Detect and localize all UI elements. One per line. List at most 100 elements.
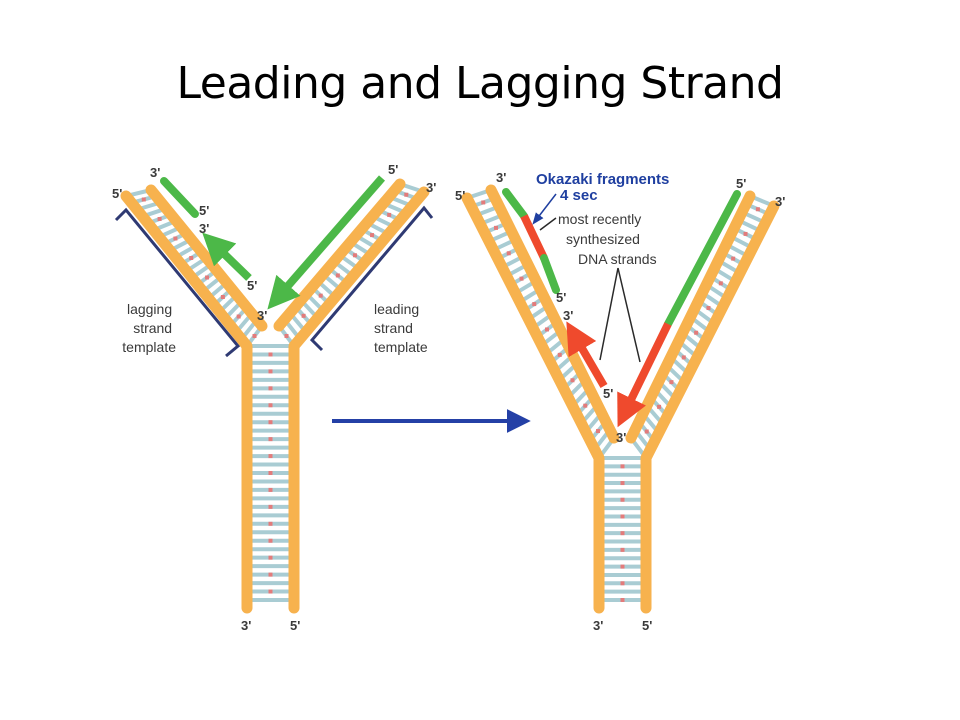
recent-strands-label-line: DNA strands [578,251,657,267]
base-accent [252,334,257,338]
base-accent [494,225,498,230]
lagging-new-strand-arrow [202,232,252,281]
base-accent [173,236,178,241]
leading-template-bracket [309,205,434,352]
end-label: 3' [199,221,209,236]
leading-recent-strand-arrow [617,322,672,428]
base-accent [694,330,699,335]
base-accent [743,231,748,236]
base-accent [570,378,575,383]
strand-backbone [120,190,253,614]
leading-template-label-line: template [374,339,428,355]
base-accent [644,429,649,434]
lagging-template-bracket [114,207,241,358]
base-accent [236,314,241,319]
base-accent [268,538,273,543]
base-accent [620,564,625,569]
base-accent [268,589,273,594]
okazaki-fragment-recent [520,214,548,260]
end-label: 3' [241,618,251,633]
end-label: 3' [257,308,267,323]
recent-callout-lines [539,217,641,363]
base-accent [620,531,625,536]
leading-template-label: leading strand template [374,301,428,355]
end-label: 5' [247,278,257,293]
base-accent [706,306,711,311]
end-label: 5' [736,176,746,191]
base-accent [352,253,357,258]
base-accent [370,233,375,238]
base-accent [335,273,340,278]
strand-backbone [461,192,605,614]
lagging-template-label-line: strand [133,320,172,336]
end-label: 3' [426,180,436,195]
base-accent [545,327,549,332]
end-label: 5' [642,618,652,633]
base-accent [755,207,760,212]
base-accent [620,598,625,602]
left-fork: 3' 5' 5' 3' 5' 3' 5' 3' 3' 5' lagging st… [112,162,436,633]
base-accent [268,487,273,492]
end-label: 3' [775,194,785,209]
end-label: 5' [603,386,613,401]
leading-template-label-line: strand [374,320,413,336]
base-accent [620,481,625,486]
end-label: 3' [593,618,603,633]
recent-strands-label-line: synthesized [566,231,640,247]
base-accent [669,380,674,385]
base-accent [532,302,537,307]
lagging-recent-strand-arrow [566,321,608,389]
base-accent [404,192,409,197]
base-accent [620,464,625,469]
end-label: 5' [112,186,122,201]
lagging-template-label: lagging strand template [122,301,176,355]
base-accent [268,504,273,509]
base-accent [157,217,162,221]
base-accent [387,212,392,217]
base-accent [620,514,625,519]
lagging-okazaki-fragment [160,177,199,218]
lagging-template-label-line: template [122,339,176,355]
base-accent [620,581,625,586]
base-accent [519,276,524,281]
base-accent [557,352,562,357]
base-accent [318,293,323,298]
leading-new-strand-arrow [267,175,386,310]
base-accent [481,200,486,205]
slide-title: Leading and Lagging Strand [176,58,784,109]
base-accent [189,256,194,260]
base-accent [268,572,273,577]
base-accent [205,275,210,280]
leading-template-label-line: leading [374,301,419,317]
base-accent [268,454,273,459]
okazaki-label-line: 4 sec [560,187,598,204]
base-accent [268,403,273,408]
end-label: 5' [455,188,465,203]
end-label: 3' [496,170,506,185]
base-accent [268,352,273,357]
base-accent [583,403,588,408]
base-accent [284,334,289,338]
base-accent [220,295,225,299]
end-label: 3' [616,430,626,445]
end-label: 5' [290,618,300,633]
base-accent [506,251,511,256]
base-accent [268,386,273,391]
right-fork: Okazaki fragments 4 sec most recently sy… [455,170,785,633]
base-accent [141,197,146,202]
base-accent [620,497,625,502]
recent-strands-label: most recently synthesized DNA strands [558,211,657,267]
base-accent [268,521,273,526]
base-accent [268,471,273,475]
base-accent [731,256,736,261]
end-label: 5' [199,203,209,218]
okazaki-label: Okazaki fragments 4 sec [536,171,674,204]
strand-backbone [625,190,756,444]
base-accent [718,281,723,286]
strand-backbone [640,200,780,614]
base-accent [657,404,662,409]
leading-new-strand [664,190,741,328]
base-accent [268,369,273,374]
okazaki-fragment-old [502,188,528,220]
base-accent [301,313,306,318]
